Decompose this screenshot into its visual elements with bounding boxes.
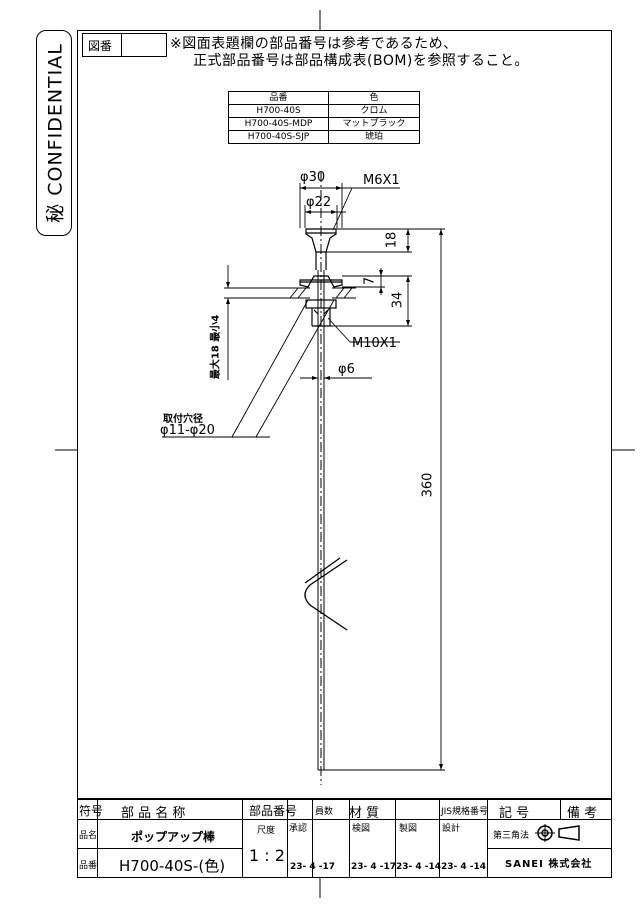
dim-34: 34 [390, 291, 406, 309]
tb-company: SANEI 株式会社 [505, 859, 593, 870]
color-table-cell: H700-40S-MDP [228, 117, 329, 131]
title-block: 符号 部 品 名 称 部品番号 員数 材 質 JIS規格番号 記 号 備 考 品… [77, 798, 612, 878]
color-table-cell: H700-40S-SJP [228, 130, 329, 144]
tb-header-quantity: 員数 [315, 807, 334, 817]
tb-header-material: 材 質 [349, 806, 380, 821]
third-angle-projection-icon [535, 824, 585, 842]
color-table: 品番 色 H700-40S クロム H700-40S-MDP マットブラック H… [228, 91, 420, 144]
tb-scale-value: 1 : 2 [249, 846, 285, 865]
tb-approve-label: 承認 [289, 824, 308, 834]
tb-draw-label: 製図 [399, 824, 418, 834]
tb-number-value: H700-40S-(色) [119, 857, 226, 875]
color-table-row: H700-40S-SJP 琥珀 [228, 130, 420, 144]
color-table-cell: クロム [328, 104, 420, 118]
tb-draw-date: 23- 4 -14 [396, 862, 442, 872]
tb-check-label: 検図 [352, 824, 371, 834]
clip [304, 557, 348, 631]
tb-name-label: 品名 [79, 831, 98, 841]
tb-header-jis: JIS規格番号 [441, 807, 489, 817]
tb-design-label: 設計 [442, 824, 461, 834]
color-table-cell: マットブラック [328, 117, 420, 131]
tb-scale-label: 尺度 [257, 826, 276, 836]
tb-header-mark: 記 号 [499, 806, 530, 821]
arrowheads [226, 186, 443, 770]
tb-header-part-name: 部 品 名 称 [121, 806, 186, 821]
tb-header-symbol: 符号 [79, 804, 104, 818]
tb-projection-label: 第三角法 [493, 831, 530, 841]
color-table-cell: H700-40S [228, 104, 329, 118]
dim-phi30: φ30 [300, 170, 326, 185]
color-table-header: 品番 色 [228, 91, 420, 105]
note-line-1: ※図面表題欄の部品番号は参考であるため、 [170, 36, 458, 52]
confidential-text: CONFIDENTIAL [44, 43, 67, 196]
confidential-label: 秘 CONFIDENTIAL [41, 43, 68, 223]
dim-18: 18 [384, 231, 400, 249]
dim-7: 7 [362, 276, 378, 286]
dim-phi22: φ22 [306, 195, 332, 210]
tb-design-date: 23- 4 -14 [441, 862, 487, 872]
secret-mark: 秘 [44, 202, 67, 223]
tb-header-remarks: 備 考 [567, 806, 598, 821]
note-line-2: 正式部品番号は部品構成表(BOM)を参照すること。 [193, 53, 529, 69]
tb-name-value: ポップアップ棒 [131, 830, 216, 844]
dim-hole-range: φ11-φ20 [160, 423, 215, 438]
dim-panel-range: 最大18 最小4 [210, 314, 222, 380]
rod [317, 172, 325, 785]
tb-check-date: 23- 4 -17 [351, 862, 397, 872]
color-table-row: H700-40S クロム [228, 104, 420, 118]
tb-approve-date: 23- 4 -17 [290, 862, 336, 872]
drawing-number-label: 図番 [88, 39, 113, 53]
dim-thread-m6: M6X1 [363, 173, 400, 188]
drawing-number-box [82, 33, 167, 57]
tb-header-part-number: 部品番号 [249, 804, 298, 818]
flange [299, 275, 343, 288]
dim-phi6: φ6 [338, 362, 355, 377]
dim-thread-m10: M10X1 [352, 336, 397, 351]
drawing-frame [77, 30, 612, 878]
dim-360: 360 [420, 472, 436, 498]
dim-hole-label: 取付穴径 [163, 414, 203, 425]
color-table-header-cell: 色 [328, 91, 420, 105]
color-table-cell: 琥珀 [328, 130, 420, 144]
dimension-lines [162, 183, 445, 771]
color-table-row: H700-40S-MDP マットブラック [228, 117, 420, 131]
tb-number-label: 品番 [79, 861, 98, 871]
color-table-header-cell: 品番 [228, 91, 329, 105]
confidential-box [36, 30, 72, 236]
